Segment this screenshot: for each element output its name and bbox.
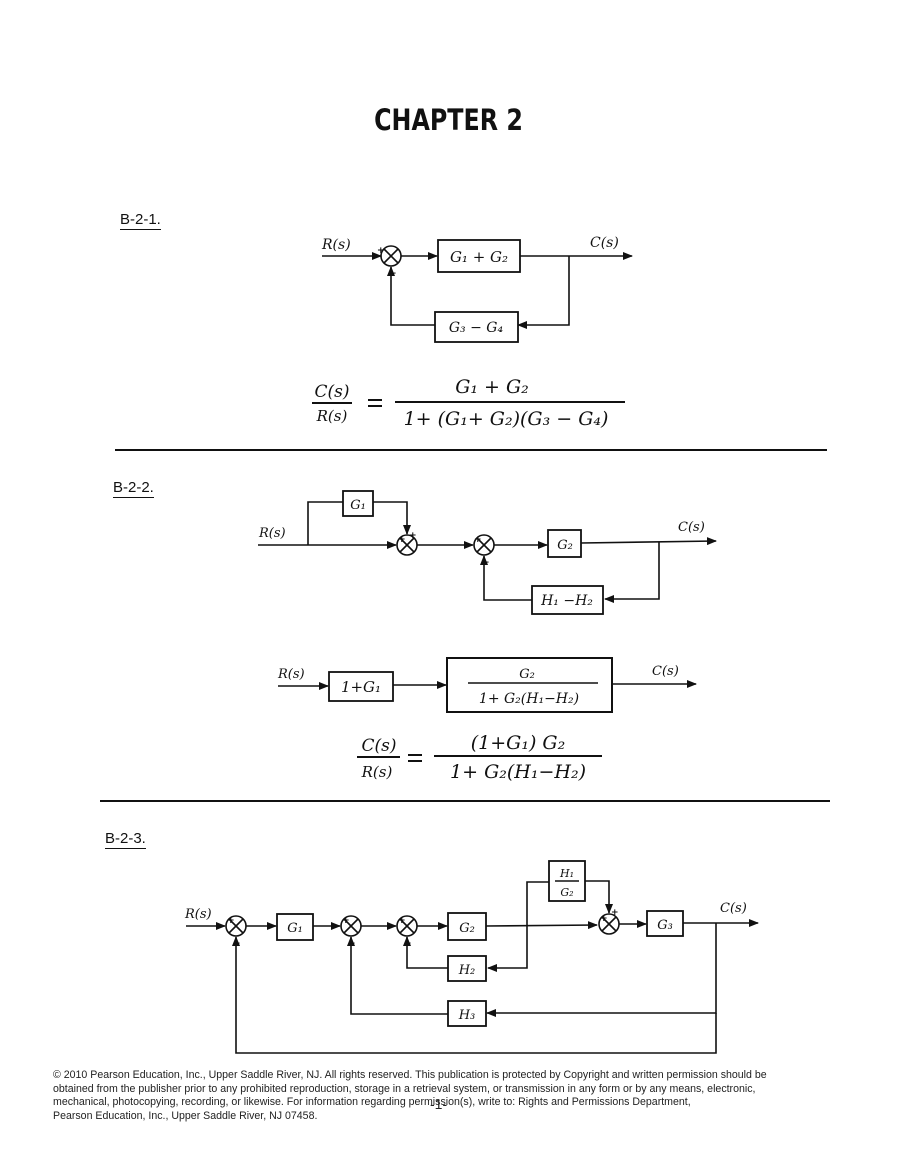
diagram-b221 xyxy=(322,239,633,343)
input-label: R(s) xyxy=(184,907,212,922)
feedback-path xyxy=(487,926,528,972)
feedback-block-label: H₁ −H₂ xyxy=(540,593,593,609)
copyright-footer: © 2010 Pearson Education, Inc., Upper Sa… xyxy=(53,1069,853,1123)
feedback-path xyxy=(517,256,570,329)
block-closed-loop xyxy=(446,657,613,713)
plus-sign: + xyxy=(342,916,350,926)
feedforward-path xyxy=(373,501,411,535)
signal-line xyxy=(485,921,598,930)
block-h1-label: H₁ xyxy=(559,867,574,880)
plus-sign: + xyxy=(404,939,412,949)
minus-sign: − xyxy=(482,558,490,568)
output-label: C(s) xyxy=(720,901,747,916)
input-label: R(s) xyxy=(321,237,351,253)
equation-rhs-numerator: G₁ + G₂ xyxy=(455,376,529,398)
feedforward-path xyxy=(307,501,343,545)
feedforward-path xyxy=(526,881,549,926)
block-g2-sub-label: G₂ xyxy=(560,886,573,899)
block-feedback xyxy=(434,311,519,343)
footer-line: © 2010 Pearson Education, Inc., Upper Sa… xyxy=(53,1069,767,1081)
output-label: C(s) xyxy=(590,235,619,251)
footer-line: obtained from the publisher prior to any… xyxy=(53,1082,756,1095)
block-g2 xyxy=(447,912,487,941)
footer-line: mechanical, photocopying, recording, or … xyxy=(53,1096,691,1108)
block-g1-label: G₁ xyxy=(287,921,303,936)
plus-sign: + xyxy=(474,535,482,545)
equation-rhs-numerator: (1+G₁) G₂ xyxy=(471,732,565,754)
closed-loop-denominator: 1+ G₂(H₁−H₂) xyxy=(479,691,579,707)
output-label: C(s) xyxy=(652,664,679,679)
input-label: R(s) xyxy=(277,667,305,682)
block-g2-label: G₂ xyxy=(557,538,573,553)
output-label: C(s) xyxy=(678,520,705,535)
feedforward-path xyxy=(585,880,613,914)
block-g2-label: G₂ xyxy=(459,921,475,936)
closed-loop-numerator: G₂ xyxy=(519,667,535,682)
block-1-plus-g1-label: 1+G₁ xyxy=(341,678,381,696)
feedback-path xyxy=(604,542,660,603)
feedback-block-label: G₃ − G₄ xyxy=(449,320,504,336)
equation-rhs-denominator: 1+ G₂(H₁−H₂) xyxy=(450,761,586,783)
equation-lhs-denominator: R(s) xyxy=(361,763,393,781)
block-h3-label: H₃ xyxy=(458,1008,476,1023)
section-divider xyxy=(100,800,830,802)
diagram-b223 xyxy=(186,860,759,1054)
feedback-path xyxy=(347,936,448,1015)
minus-sign: − xyxy=(233,939,241,949)
problem-label-b222: B-2-2. xyxy=(113,479,154,498)
problem-label-b221: B-2-1. xyxy=(120,211,161,230)
feedback-path xyxy=(387,266,435,326)
diagram-b222 xyxy=(258,490,717,615)
block-g2 xyxy=(547,529,582,558)
equation-lhs-numerator: C(s) xyxy=(362,736,397,756)
plus-sign: + xyxy=(377,246,385,256)
signal-line xyxy=(580,537,717,546)
reduced-diagram-b222 xyxy=(278,657,697,713)
block-g1-label: G₁ xyxy=(350,498,366,513)
minus-sign: − xyxy=(348,939,356,949)
section-divider xyxy=(115,449,827,451)
minus-sign: − xyxy=(389,269,397,279)
problem-label-b223: B-2-3. xyxy=(105,830,146,849)
plus-sign: + xyxy=(398,535,406,545)
page-number: -1- xyxy=(430,1096,448,1112)
feedback-path xyxy=(480,555,532,601)
equation-rhs-denominator: 1+ (G₁+ G₂)(G₃ − G₄) xyxy=(404,408,609,430)
block-g3-label: G₃ xyxy=(657,918,673,933)
plus-sign: + xyxy=(611,908,619,918)
footer-line: Pearson Education, Inc., Upper Saddle Ri… xyxy=(53,1109,318,1122)
block-g1 xyxy=(342,490,374,517)
plus-sign: + xyxy=(227,916,235,926)
page-title: CHAPTER 2 xyxy=(374,103,523,137)
input-label: R(s) xyxy=(258,526,286,541)
block-h2-label: H₂ xyxy=(458,963,476,978)
equation-lhs-numerator: C(s) xyxy=(315,382,350,402)
forward-block-label: G₁ + G₂ xyxy=(450,248,508,266)
equation-lhs-denominator: R(s) xyxy=(316,407,348,425)
feedback-path xyxy=(232,936,717,1054)
block-g1 xyxy=(276,913,314,941)
block-1-plus-g1 xyxy=(328,671,394,702)
plus-sign: + xyxy=(398,916,406,926)
plus-sign: + xyxy=(409,531,417,541)
plus-sign: + xyxy=(600,914,608,924)
feedback-path xyxy=(403,936,448,969)
